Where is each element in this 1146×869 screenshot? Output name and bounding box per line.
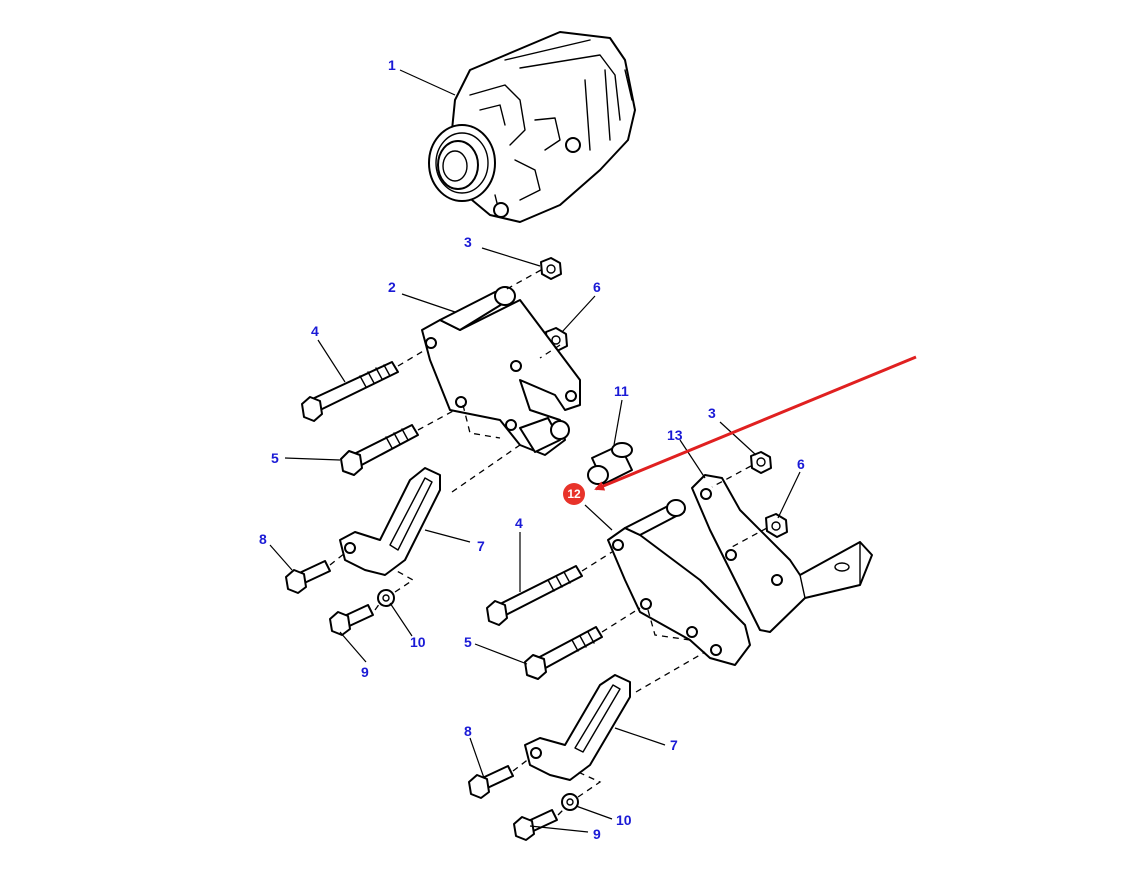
assembly-lines-left bbox=[329, 269, 561, 611]
bolt-9-right bbox=[513, 809, 558, 841]
washer-10-right bbox=[561, 793, 579, 811]
callout-6-left: 6 bbox=[593, 279, 601, 295]
callout-3-right: 3 bbox=[708, 405, 716, 421]
callout-9-right: 9 bbox=[593, 826, 601, 842]
callout-9-left: 9 bbox=[361, 664, 369, 680]
alternator bbox=[428, 31, 636, 223]
bolt-8-left bbox=[285, 560, 331, 594]
bracket-12-right bbox=[607, 499, 751, 666]
callout-2: 2 bbox=[388, 279, 396, 295]
highlight-badge-label: 12 bbox=[567, 487, 581, 501]
callout-3-left: 3 bbox=[464, 234, 472, 250]
callout-5-left: 5 bbox=[271, 450, 279, 466]
bracket-2-left bbox=[421, 286, 581, 456]
bolt-5-left bbox=[340, 424, 419, 476]
bolt-4-left bbox=[301, 361, 399, 422]
nut-3-left bbox=[540, 257, 562, 280]
bolt-9-left bbox=[329, 604, 374, 636]
callout-10-left: 10 bbox=[410, 634, 426, 650]
highlight-part-12: 12 bbox=[563, 355, 917, 505]
callout-1: 1 bbox=[388, 57, 396, 73]
highlight-arrow bbox=[594, 355, 917, 491]
bolt-8-right bbox=[468, 765, 514, 799]
nut-6-right bbox=[765, 513, 788, 538]
bolt-5-right bbox=[524, 626, 603, 680]
callout-13: 13 bbox=[667, 427, 683, 443]
washer-10-left bbox=[377, 589, 395, 607]
bolt-4-right bbox=[486, 565, 583, 626]
callout-4-right: 4 bbox=[515, 515, 523, 531]
leader-lines bbox=[269, 69, 801, 833]
callout-labels: 1 2 3 6 4 5 8 7 9 10 11 13 3 6 4 5 7 8 9… bbox=[259, 57, 805, 842]
bracket-13-right bbox=[691, 474, 873, 633]
callout-6-right: 6 bbox=[797, 456, 805, 472]
callout-7-right: 7 bbox=[670, 737, 678, 753]
callout-11: 11 bbox=[614, 383, 629, 399]
plate-7-left bbox=[339, 467, 441, 576]
nut-3-right bbox=[750, 451, 772, 474]
spacer-11 bbox=[587, 442, 633, 485]
callout-7-left: 7 bbox=[477, 538, 485, 554]
callout-10-right: 10 bbox=[616, 812, 632, 828]
plate-7-right bbox=[524, 674, 631, 781]
highlight-badge bbox=[563, 483, 585, 505]
callout-8-right: 8 bbox=[464, 723, 472, 739]
callout-4-left: 4 bbox=[311, 323, 319, 339]
callout-8-left: 8 bbox=[259, 531, 267, 547]
assembly-lines-right bbox=[512, 465, 768, 816]
callout-5-right: 5 bbox=[464, 634, 472, 650]
